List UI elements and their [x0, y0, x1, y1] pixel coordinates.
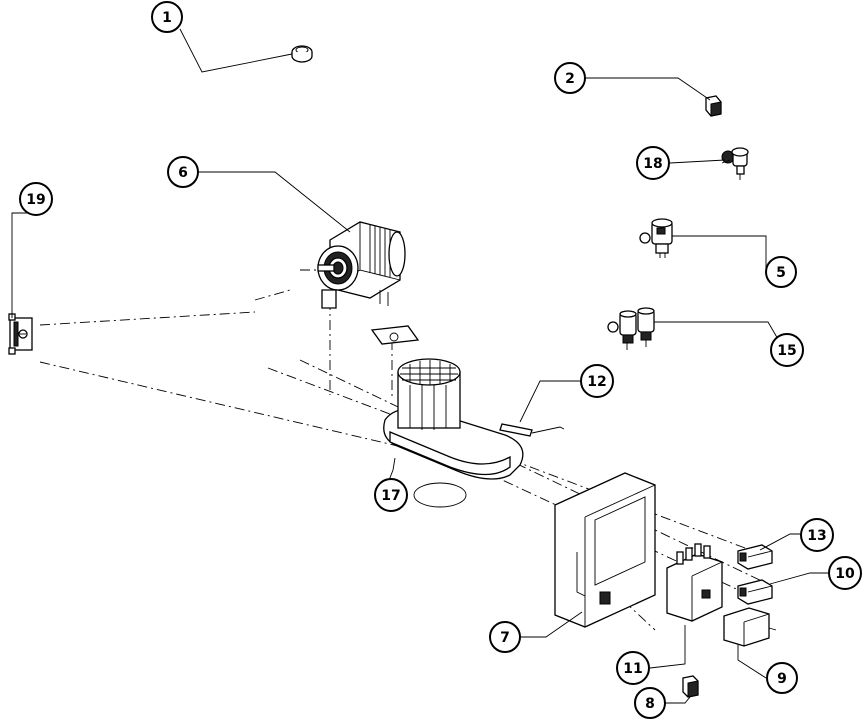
callout-17: 17 [374, 478, 408, 512]
part-contactor [666, 543, 723, 622]
callout-9-label: 9 [777, 671, 787, 687]
callout-18: 18 [636, 146, 670, 180]
part-switch-lower [737, 579, 773, 605]
callout-7: 7 [489, 621, 521, 653]
callout-5-label: 5 [776, 265, 786, 281]
callout-15: 15 [770, 333, 804, 367]
callout-19-label: 19 [26, 192, 45, 208]
part-grommet [291, 45, 313, 63]
part-switch-upper [737, 544, 773, 570]
callout-11-label: 11 [623, 661, 642, 677]
blower-grid [400, 360, 458, 385]
assembly-axis-lines [39, 269, 771, 631]
part-terminal-cap [682, 675, 699, 698]
callout-5: 5 [765, 256, 797, 288]
contactor-terminals [676, 543, 711, 565]
callout-13-label: 13 [807, 528, 826, 544]
callout-7-label: 7 [500, 630, 510, 646]
callout-8-label: 8 [645, 696, 655, 712]
part-valve-fitting [721, 147, 749, 180]
callout-19: 19 [19, 182, 53, 216]
callout-1: 1 [151, 1, 183, 33]
callout-2: 2 [554, 62, 586, 94]
callout-12: 12 [580, 364, 614, 398]
callout-11: 11 [616, 651, 650, 685]
callout-8: 8 [634, 687, 666, 719]
part-gasket-plate [370, 325, 420, 345]
part-solenoid-valve-single [639, 218, 673, 258]
callout-1-label: 1 [162, 10, 172, 26]
part-solenoid-valve-double [607, 307, 655, 350]
callout-13: 13 [800, 518, 834, 552]
callout-9: 9 [766, 662, 798, 694]
callout-12-label: 12 [587, 374, 606, 390]
motor-fins [369, 225, 391, 277]
callout-18-label: 18 [643, 156, 662, 172]
part-sensor-probe [499, 423, 565, 437]
callout-2-label: 2 [565, 71, 575, 87]
callout-10-label: 10 [835, 566, 855, 582]
callout-15-label: 15 [777, 343, 796, 359]
part-motor [317, 221, 406, 309]
part-bracket [8, 313, 33, 355]
part-small-cap [705, 95, 722, 117]
callout-17-label: 17 [381, 488, 400, 504]
callout-6: 6 [167, 156, 199, 188]
callout-6-label: 6 [178, 165, 188, 181]
part-control-box [554, 472, 656, 628]
part-relay-block [723, 607, 777, 647]
part-blower [383, 358, 524, 508]
callout-10: 10 [828, 556, 862, 590]
